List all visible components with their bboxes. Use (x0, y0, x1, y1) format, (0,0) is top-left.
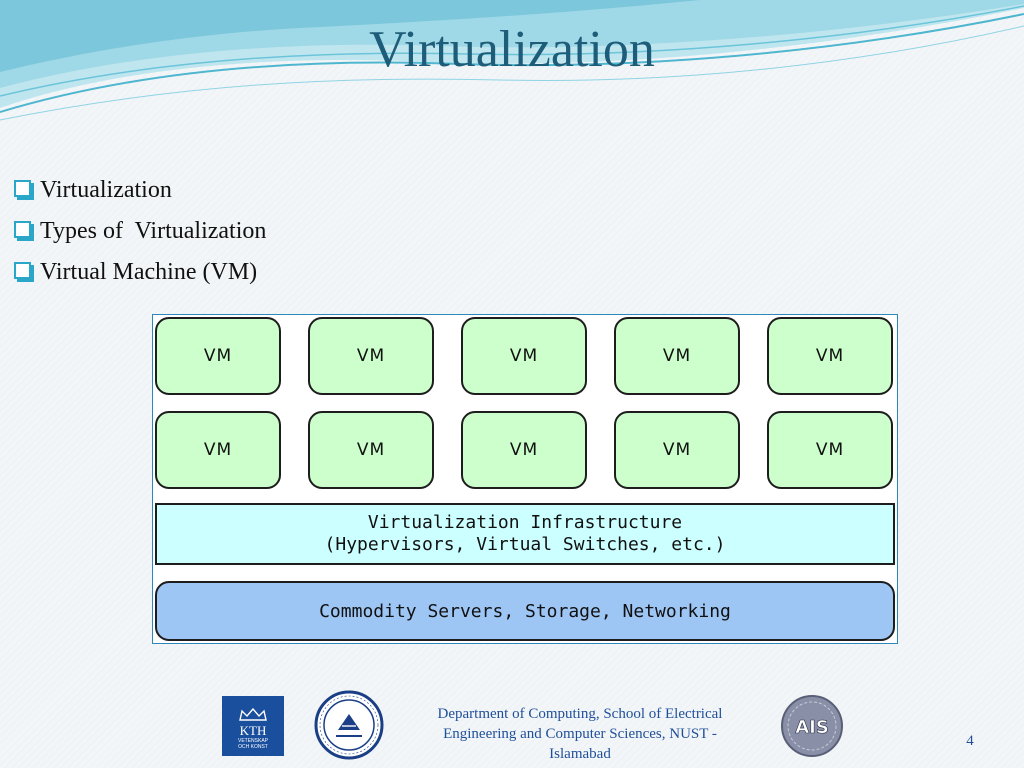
vm-box: VM (461, 411, 587, 489)
vm-box: VM (308, 317, 434, 395)
ais-logo-text: AIS (795, 717, 829, 738)
vm-box: VM (155, 411, 281, 489)
bullet-list: Virtualization Types of Virtualization V… (14, 170, 266, 293)
hardware-label: Commodity Servers, Storage, Networking (319, 600, 731, 622)
vm-box: VM (767, 317, 893, 395)
infra-subtitle: (Hypervisors, Virtual Switches, etc.) (324, 534, 726, 555)
vm-box: VM (155, 317, 281, 395)
checkbox-bullet-icon (14, 180, 31, 197)
footer-department: Department of Computing, School of Elect… (410, 704, 750, 764)
header-wave-decoration (0, 0, 1024, 121)
footer-line: Engineering and Computer Sciences, NUST … (443, 726, 717, 742)
checkbox-bullet-icon (14, 221, 31, 238)
virtualization-diagram: VM VM VM VM VM VM VM VM VM VM Virtualiza… (152, 314, 898, 644)
bullet-item: Virtual Machine (VM) (14, 252, 266, 293)
checkbox-bullet-icon (14, 262, 31, 279)
footer-line: Islamabad (549, 746, 611, 762)
infra-title: Virtualization Infrastructure (367, 512, 683, 533)
footer-line: Department of Computing, School of Elect… (437, 706, 723, 722)
ais-logo: AIS (781, 695, 843, 757)
bullet-text: Virtual Machine (VM) (40, 259, 258, 285)
vm-box: VM (308, 411, 434, 489)
kth-logo-subtext: OCH KONST (238, 744, 268, 750)
vm-box: VM (767, 411, 893, 489)
kth-logo-subtext: VETENSKAP (237, 738, 268, 744)
nust-seal-logo (314, 690, 384, 760)
slide-title: Virtualization (369, 21, 655, 78)
bullet-item: Virtualization (14, 170, 266, 211)
vm-box: VM (614, 411, 740, 489)
page-number: 4 (966, 733, 974, 749)
commodity-hardware-layer: Commodity Servers, Storage, Networking (155, 581, 895, 641)
virtualization-infrastructure-layer: Virtualization Infrastructure (Hyperviso… (155, 503, 895, 565)
kth-logo: KTH VETENSKAP OCH KONST (222, 696, 284, 756)
crown-icon (239, 708, 267, 721)
bullet-text: Virtualization (40, 177, 172, 203)
vm-box: VM (614, 317, 740, 395)
bullet-text: Types of Virtualization (40, 218, 267, 244)
kth-logo-text: KTH (239, 723, 267, 738)
vm-box: VM (461, 317, 587, 395)
bullet-item: Types of Virtualization (14, 211, 266, 252)
